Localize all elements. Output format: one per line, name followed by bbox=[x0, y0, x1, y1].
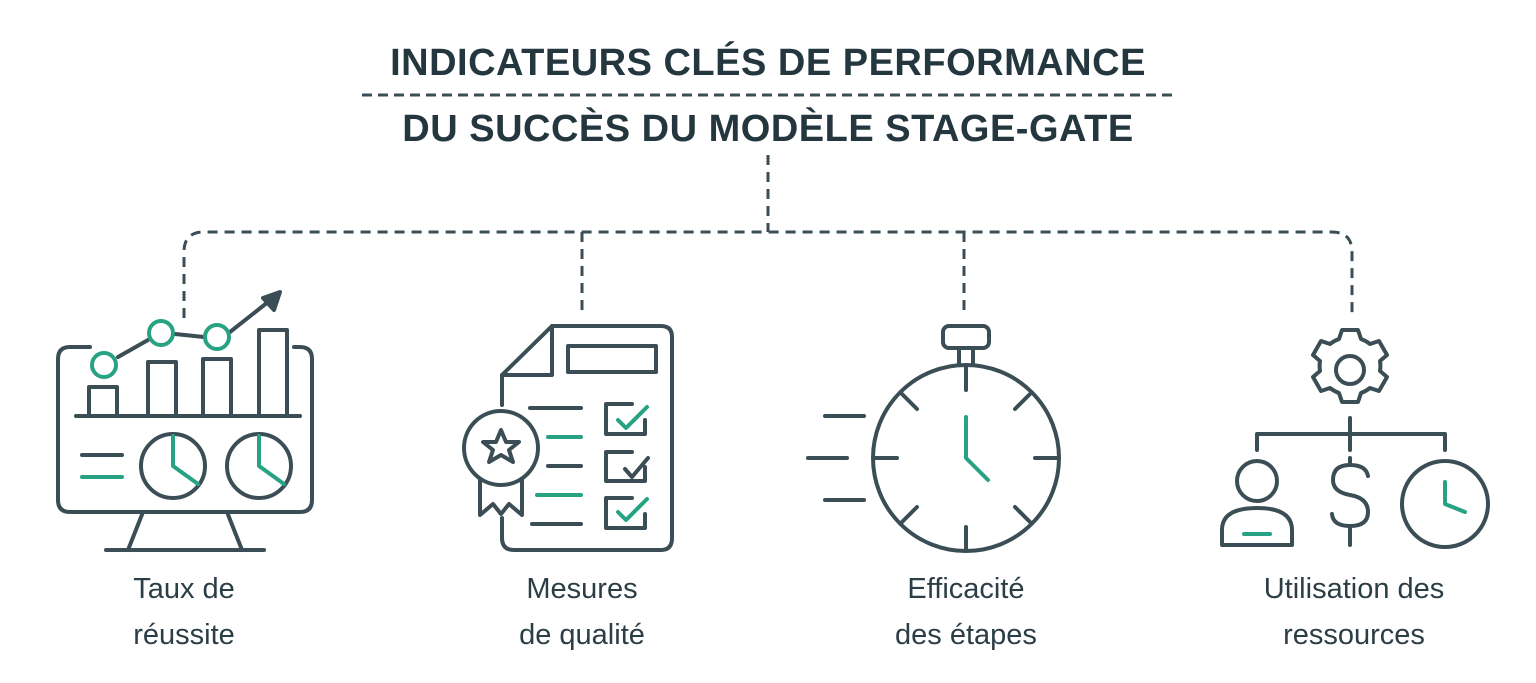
label-efficacite-des-etapes: Efficacité des étapes bbox=[806, 566, 1126, 658]
label-line-2: réussite bbox=[133, 619, 235, 651]
label-utilisation-des-ressources: Utilisation des ressources bbox=[1194, 566, 1514, 658]
label-line-1: Efficacité bbox=[907, 573, 1025, 605]
label-line-1: Mesures bbox=[526, 573, 638, 605]
label-line-2: de qualité bbox=[519, 619, 645, 651]
title-line-1: INDICATEURS CLÉS DE PERFORMANCE bbox=[390, 42, 1146, 84]
label-line-1: Taux de bbox=[133, 573, 235, 605]
checklist-award-icon bbox=[462, 324, 674, 552]
label-taux-de-reussite: Taux de réussite bbox=[24, 566, 344, 658]
resource-gear-icon bbox=[1220, 328, 1490, 549]
label-line-2: ressources bbox=[1283, 619, 1425, 651]
label-mesures-de-qualite: Mesures de qualité bbox=[422, 566, 742, 658]
label-line-1: Utilisation des bbox=[1263, 573, 1445, 605]
connector-lines bbox=[182, 155, 1354, 318]
label-line-2: des étapes bbox=[895, 619, 1037, 651]
monitor-chart-icon bbox=[56, 290, 314, 552]
stopwatch-icon bbox=[806, 324, 1061, 553]
title-line-2: DU SUCCÈS DU MODÈLE STAGE-GATE bbox=[402, 108, 1134, 150]
